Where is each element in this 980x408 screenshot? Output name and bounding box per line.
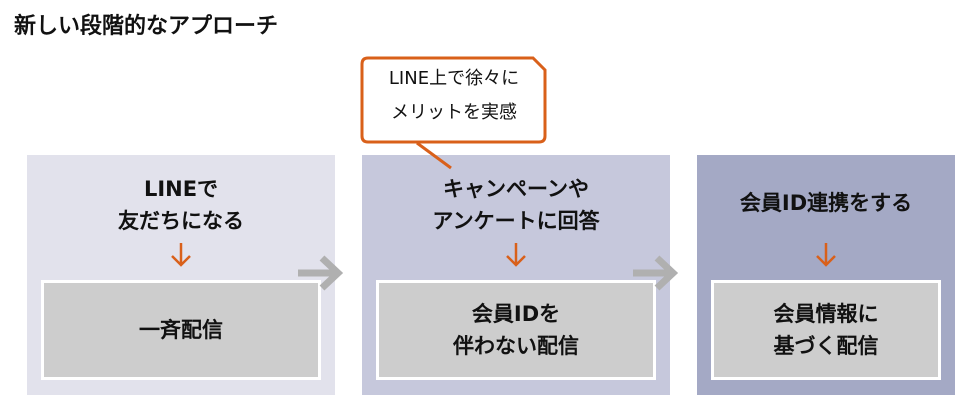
callout-bubble (360, 56, 547, 170)
step-result: 会員IDを 伴わない配信 (376, 280, 656, 380)
down-arrow-icon (171, 243, 191, 267)
step-panel-1: LINEで 友だちになる 一斉配信 (27, 155, 335, 395)
step-panel-2: キャンペーンや アンケートに回答 会員IDを 伴わない配信 (362, 155, 670, 395)
step-result: 会員情報に 基づく配信 (711, 280, 941, 380)
step-result: 一斉配信 (41, 280, 321, 380)
step-heading: LINEで 友だちになる (118, 177, 244, 233)
down-arrow-icon (506, 243, 526, 267)
down-arrow-icon (816, 243, 836, 267)
step-heading: 会員ID連携をする (739, 191, 913, 215)
right-arrow-icon (633, 255, 679, 291)
step-heading: キャンペーンや アンケートに回答 (432, 177, 600, 233)
callout-text: LINE上で徐々に メリットを実感 (388, 68, 520, 123)
step-panel-3: 会員ID連携をする 会員情報に 基づく配信 (697, 155, 955, 395)
right-arrow-icon (298, 255, 344, 291)
page-title: 新しい段階的なアプローチ (14, 14, 279, 39)
